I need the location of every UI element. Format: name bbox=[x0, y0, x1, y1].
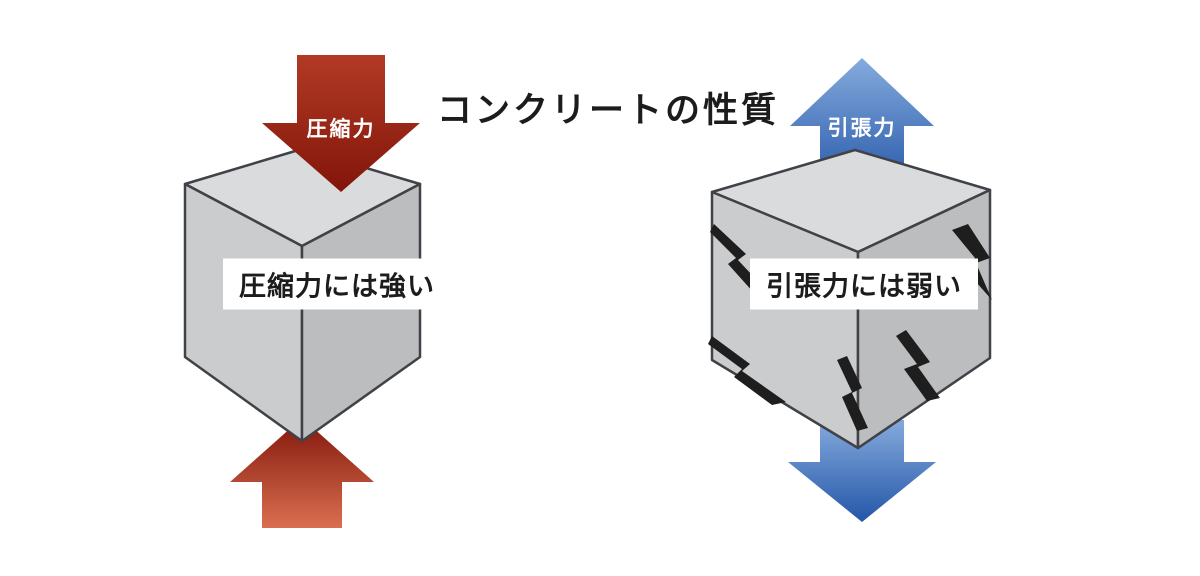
compression-force-label: 圧縮力 bbox=[306, 118, 376, 141]
left-cube bbox=[183, 147, 422, 443]
left-cube-right-face bbox=[300, 182, 422, 443]
crack-5 bbox=[896, 330, 940, 401]
crack-2 bbox=[708, 336, 786, 405]
tension-arrow-down bbox=[788, 420, 936, 522]
crack-3 bbox=[837, 356, 868, 431]
page-title: コンクリートの性質 bbox=[436, 91, 780, 130]
compression-arrow-down bbox=[262, 55, 420, 192]
right-cube bbox=[708, 148, 992, 450]
left-cube-caption: 圧縮力には強い bbox=[223, 258, 451, 310]
compression-arrow-up bbox=[230, 418, 374, 528]
right-cube-caption: 引張力には弱い bbox=[750, 258, 978, 310]
tension-force-label: 引張力 bbox=[827, 117, 897, 140]
